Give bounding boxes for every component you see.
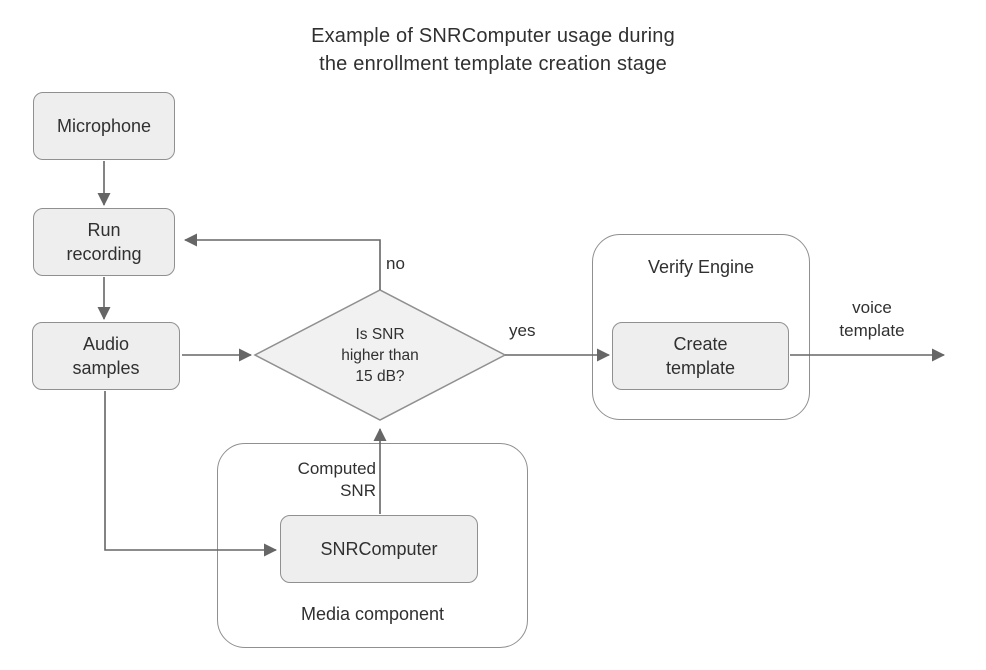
diagram-title: Example of SNRComputer usage during the … [0,22,986,78]
diagram-title-line1: Example of SNRComputer usage during [311,25,675,47]
decision-text: Is SNR higher than 15 dB? [310,321,450,389]
node-audio-samples: Audio samples [32,322,180,390]
node-snrcomputer: SNRComputer [280,515,478,583]
node-audio-samples-label: Audio samples [72,334,140,378]
node-create-template-label: Create template [665,334,736,378]
edge-decision-no-to-run-recording [184,233,381,290]
node-create-template: Create template [612,322,789,390]
decision-text-line3: 15 dB? [355,367,405,385]
node-snrcomputer-label: SNRComputer [320,539,438,559]
node-run-recording-label: Run recording [66,220,142,264]
edge-label-yes: yes [509,321,536,340]
decision-diamond [253,289,507,421]
decision-text-line2: higher than [341,346,419,364]
node-run-recording: Run recording [33,208,175,276]
verify-engine-label: Verify Engine [647,257,755,277]
node-microphone: Microphone [33,92,175,160]
node-microphone-label: Microphone [56,116,152,136]
edge-label-no: no [386,254,405,273]
edge-label-computed-snr: Computed SNR [297,459,376,500]
decision-text-line1: Is SNR [355,325,405,343]
edge-audio-samples-to-snrcomputer [104,391,277,557]
diagram-title-line2: the enrollment template creation stage [319,53,667,75]
edge-label-voice-template: voice template [839,298,905,340]
media-component-label: Media component [300,604,445,624]
